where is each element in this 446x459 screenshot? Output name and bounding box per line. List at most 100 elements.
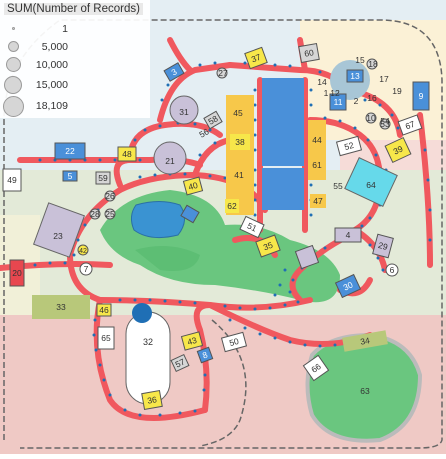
badge-6: 6 [385,263,399,277]
svg-text:14: 14 [317,77,327,87]
building-23 [32,202,86,258]
badge-48: 48 [117,146,137,162]
svg-text:26: 26 [105,191,115,201]
badge-39: 39 [384,136,412,164]
svg-text:35: 35 [262,240,275,253]
svg-text:11: 11 [334,97,343,107]
badge-14: 14 [317,77,327,87]
svg-text:29: 29 [377,240,389,252]
svg-text:38: 38 [235,137,245,147]
badge-3: 3 [163,62,185,82]
badge-32: 32 [143,337,153,347]
svg-text:44: 44 [312,135,322,145]
svg-text:59: 59 [98,173,108,183]
svg-text:8: 8 [201,349,209,360]
building-east-annex [308,120,326,180]
svg-text:13: 13 [350,71,360,81]
legend-size-symbol [4,76,22,94]
badge-37: 37 [244,46,268,70]
size-legend: SUM(Number of Records) 1 5,000 10,000 15… [0,0,150,118]
svg-text:49: 49 [7,175,17,185]
svg-text:17: 17 [379,74,389,84]
svg-text:23: 23 [53,231,63,241]
legend-label: 10,000 [35,59,68,71]
badge-16: 16 [367,93,377,103]
svg-text:9: 9 [419,91,424,101]
badge-81 [294,244,320,270]
badge-13: 13 [346,69,364,83]
badge-7: 7 [79,262,93,276]
svg-text:12: 12 [330,88,340,98]
badge-65: 65 [97,326,115,350]
svg-text:2: 2 [354,96,359,106]
legend-label: 15,000 [35,79,68,91]
badge-52: 52 [335,135,363,157]
badge-20: 20 [9,259,25,287]
record-mark-max[interactable] [132,303,152,323]
building-64 [344,157,398,207]
svg-text:1: 1 [324,88,329,98]
badge-53: 53 [379,118,391,130]
legend-size-symbol [3,96,24,117]
legend-label: 1 [62,23,68,35]
badge-8: 8 [196,346,214,364]
badge-42: 42 [77,244,89,256]
svg-text:19: 19 [392,86,402,96]
badge-58: 58 [203,110,223,130]
svg-text:16: 16 [367,93,377,103]
badge-54: 54 [380,116,390,126]
badge-29: 29 [372,233,394,259]
svg-text:10: 10 [366,113,376,123]
buildings-large [32,60,398,405]
svg-text:7: 7 [84,264,89,274]
badge-41: 41 [234,170,244,180]
svg-text:5: 5 [68,171,73,181]
svg-text:54: 54 [380,116,390,126]
svg-text:40: 40 [187,180,199,192]
svg-text:43: 43 [186,335,198,347]
svg-text:34: 34 [359,335,370,347]
badge-17: 17 [379,74,389,84]
badge-66: 66 [302,354,330,382]
svg-text:37: 37 [250,52,263,65]
badge-35: 35 [255,234,281,258]
badge-22: 22 [54,142,86,160]
badge-62: 62 [225,199,239,213]
badge-63: 63 [360,386,370,396]
svg-text:31: 31 [179,107,189,117]
svg-text:6: 6 [390,265,395,275]
grass-lawn [135,246,200,271]
svg-text:55: 55 [333,181,343,191]
svg-text:62: 62 [227,201,237,211]
svg-text:67: 67 [404,119,417,132]
building-hall-3 [262,168,304,210]
legend-row: 1 [0,20,150,38]
svg-text:65: 65 [101,333,111,343]
svg-text:4: 4 [346,230,351,240]
svg-text:3: 3 [169,66,178,77]
badge-64: 64 [366,180,376,190]
badge-38: 38 [230,134,250,150]
badge-44: 44 [312,135,322,145]
svg-text:57: 57 [174,356,187,369]
legend-label: 18,109 [35,100,68,112]
legend-size-symbol [8,41,19,52]
badge-51: 51 [239,215,265,239]
badge-26: 26 [104,190,116,202]
legend-row: 15,000 [0,76,150,94]
svg-text:27: 27 [218,68,228,78]
badge-31: 31 [179,107,189,117]
badge-5: 5 [62,170,78,182]
svg-text:61: 61 [312,160,322,170]
legend-size-symbol [12,27,15,30]
badge-49: 49 [2,168,22,192]
svg-text:60: 60 [303,47,314,59]
badge-67: 67 [397,114,423,136]
badge-60: 60 [298,42,320,64]
svg-text:46: 46 [99,305,109,315]
badge-4: 4 [334,227,362,243]
badge-36: 36 [141,389,163,411]
badge-55: 55 [333,181,343,191]
